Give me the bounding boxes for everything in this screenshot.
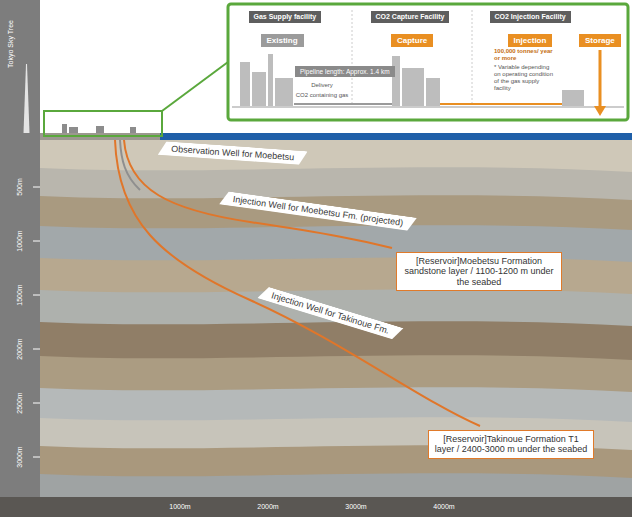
stratum xyxy=(40,289,632,497)
gas-pipeline xyxy=(294,103,392,105)
depth-label: 1000m xyxy=(16,230,24,251)
plant-part xyxy=(240,62,250,106)
process-tag: Injection xyxy=(508,34,553,47)
depth-scale-bar xyxy=(0,0,40,497)
distance-label: 3000m xyxy=(345,503,366,511)
ground-line xyxy=(232,107,624,108)
distance-scale-bar xyxy=(0,497,632,517)
tick xyxy=(33,457,40,458)
plant-part xyxy=(392,56,400,106)
distance-label: 2000m xyxy=(257,503,278,511)
co2-pipeline xyxy=(440,103,562,105)
stratum xyxy=(40,140,632,497)
stratum xyxy=(40,355,632,497)
reservoir-box: [Reservoir]Moebetsu Formation sandstone … xyxy=(396,252,562,291)
tick xyxy=(33,349,40,350)
depth-label: 2000m xyxy=(16,338,24,359)
stratum xyxy=(40,257,632,497)
tick xyxy=(33,241,40,242)
strata xyxy=(40,140,632,497)
plant-part xyxy=(268,54,273,106)
arrowhead xyxy=(594,106,606,116)
distance-label: 4000m xyxy=(433,503,454,511)
process-tag: Capture xyxy=(391,34,433,47)
node-text: Pipeline length: Approx. 1.4 km xyxy=(300,68,390,75)
process-tag: Storage xyxy=(579,34,621,47)
depth-label: 2500m xyxy=(16,392,24,413)
facility-header: CO2 Capture Facility xyxy=(371,11,450,23)
stratum xyxy=(40,225,632,497)
plant-part xyxy=(252,72,266,106)
injection-plant xyxy=(562,90,584,106)
injection-well xyxy=(124,140,392,248)
capacity-note: * Variable depending on operating condit… xyxy=(494,64,554,92)
depth-label: 3000m xyxy=(16,446,24,467)
flow-label: Delivery xyxy=(309,82,335,89)
status-tag: Existing xyxy=(261,34,304,47)
zoom-frame xyxy=(44,111,162,136)
column-divider xyxy=(352,10,353,104)
stratum xyxy=(40,417,632,497)
capture-plant xyxy=(392,56,440,106)
tick xyxy=(33,187,40,188)
tick xyxy=(33,295,40,296)
capacity-note: 100,000 tonnes/ year or more xyxy=(494,48,554,62)
storage-arrow xyxy=(599,50,602,108)
depth-label: 1500m xyxy=(16,284,24,305)
zoom-leader xyxy=(162,62,228,111)
node-text: Capture xyxy=(397,36,427,45)
node-text: [Reservoir]Takinoue Formation T1 layer /… xyxy=(433,434,589,455)
plant-part xyxy=(426,78,440,106)
node-text: Injection xyxy=(514,36,547,45)
scale-reference: Tokyo Sky Tree xyxy=(7,20,15,68)
reservoir-box: [Reservoir]Takinoue Formation T1 layer /… xyxy=(428,430,594,459)
gas-supply-plant xyxy=(240,54,293,106)
plant-part xyxy=(402,68,424,106)
facility-icon xyxy=(130,127,136,133)
plant-part xyxy=(562,90,584,106)
facility-icon xyxy=(62,124,67,133)
stratum xyxy=(40,387,632,497)
stratum xyxy=(40,195,632,497)
depth-label: 500m xyxy=(16,178,24,196)
tick xyxy=(33,403,40,404)
node-text: Gas Supply facility xyxy=(254,13,317,21)
stratum xyxy=(40,321,632,497)
sky-tree-silhouette xyxy=(24,64,30,133)
facility-icon xyxy=(69,127,78,133)
surface-facilities-small xyxy=(62,124,136,133)
facility-header: Gas Supply facility xyxy=(249,11,322,23)
sea xyxy=(160,133,632,141)
node-text: Storage xyxy=(585,36,615,45)
node-text: CO2 Capture Facility xyxy=(376,13,445,21)
distance-label: 1000m xyxy=(169,503,190,511)
depth-ticks xyxy=(33,187,40,457)
column-divider xyxy=(472,10,473,104)
facility-icon xyxy=(96,126,104,133)
plant-part xyxy=(275,78,293,106)
facility-header: CO2 Injection Facility xyxy=(490,11,571,23)
node-text: [Reservoir]Moebetsu Formation sandstone … xyxy=(401,256,557,287)
flow-label: CO2 containing gas xyxy=(294,92,351,99)
stratum xyxy=(40,167,632,497)
pipeline-tag: Pipeline length: Approx. 1.4 km xyxy=(295,66,395,77)
node-text: Existing xyxy=(267,36,298,45)
stratum xyxy=(40,473,632,497)
inset-panel xyxy=(228,4,628,120)
node-text: CO2 Injection Facility xyxy=(495,13,566,21)
